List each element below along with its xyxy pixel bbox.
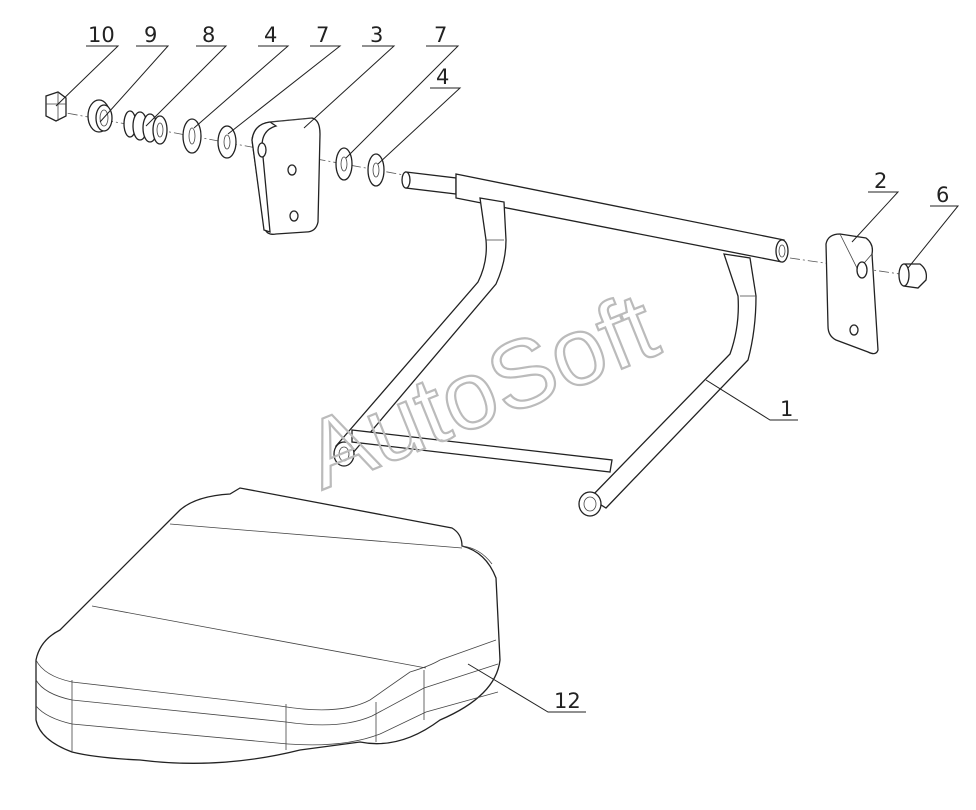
callout-6: 6	[936, 183, 949, 207]
callout-1: 1	[780, 397, 793, 421]
callout-2: 2	[874, 169, 887, 193]
callout-7-right: 7	[434, 23, 447, 47]
callout-3: 3	[370, 23, 383, 47]
callout-10: 10	[88, 23, 115, 47]
callout-8: 8	[202, 23, 215, 47]
callout-9: 9	[144, 23, 157, 47]
callout-labels: 10 9 8 4 7 3 7 4 2 6 1 12	[88, 23, 949, 713]
callout-12: 12	[554, 689, 581, 713]
part-8-spring	[123, 110, 168, 145]
part-6-plug	[898, 263, 928, 289]
callout-4-left: 4	[264, 23, 277, 47]
part-2-bracket-right	[825, 233, 879, 355]
part-7-washer-left	[217, 125, 237, 159]
part-4-washer-left	[182, 118, 202, 154]
part-9-ring	[87, 99, 113, 133]
part-12-seat-cushion	[35, 487, 501, 764]
callout-4-right: 4	[436, 65, 449, 89]
leader-lines	[55, 45, 960, 713]
part-3-bracket-left	[251, 117, 321, 235]
part-4-washer-right	[367, 153, 385, 187]
part-10-nut	[45, 91, 67, 122]
part-7-washer-right	[335, 147, 353, 181]
callout-7-left: 7	[316, 23, 329, 47]
part-1-tube-frame	[333, 171, 789, 517]
